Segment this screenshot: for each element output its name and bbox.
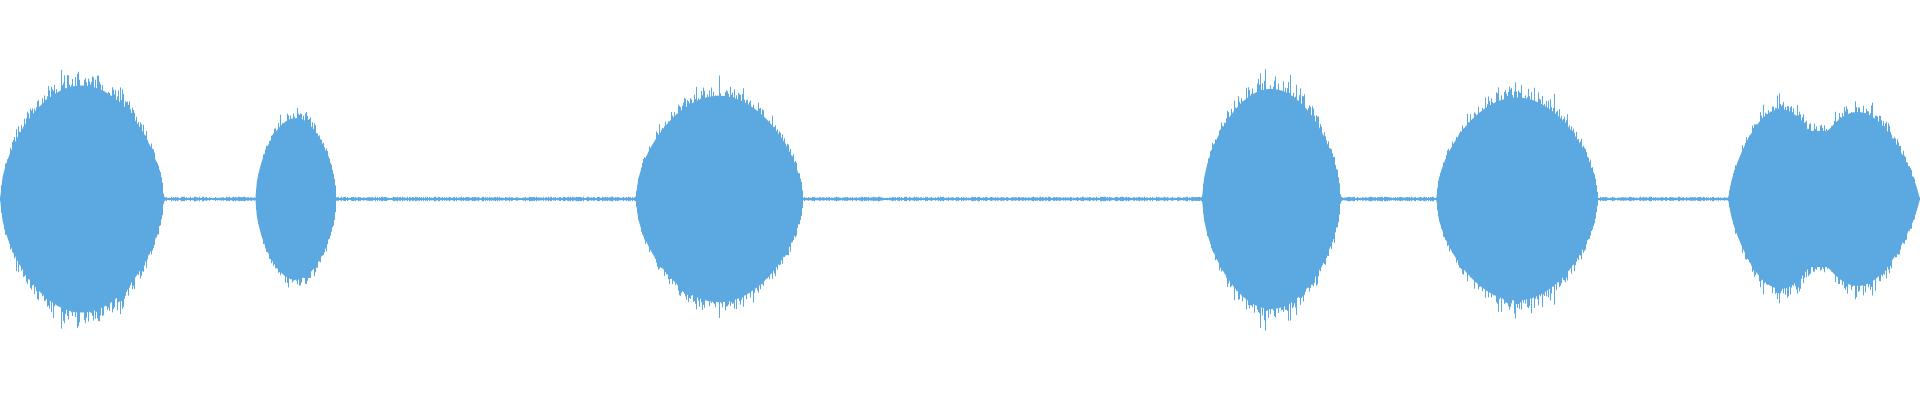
- waveform-burst-3: [635, 95, 803, 303]
- waveform-burst-2: [255, 118, 336, 280]
- waveform-bars: [0, 69, 1920, 331]
- waveform-burst-6: [1728, 109, 1920, 289]
- waveform-burst-1: [0, 85, 164, 313]
- waveform-burst-5: [1436, 97, 1598, 301]
- waveform-burst-4: [1201, 88, 1341, 310]
